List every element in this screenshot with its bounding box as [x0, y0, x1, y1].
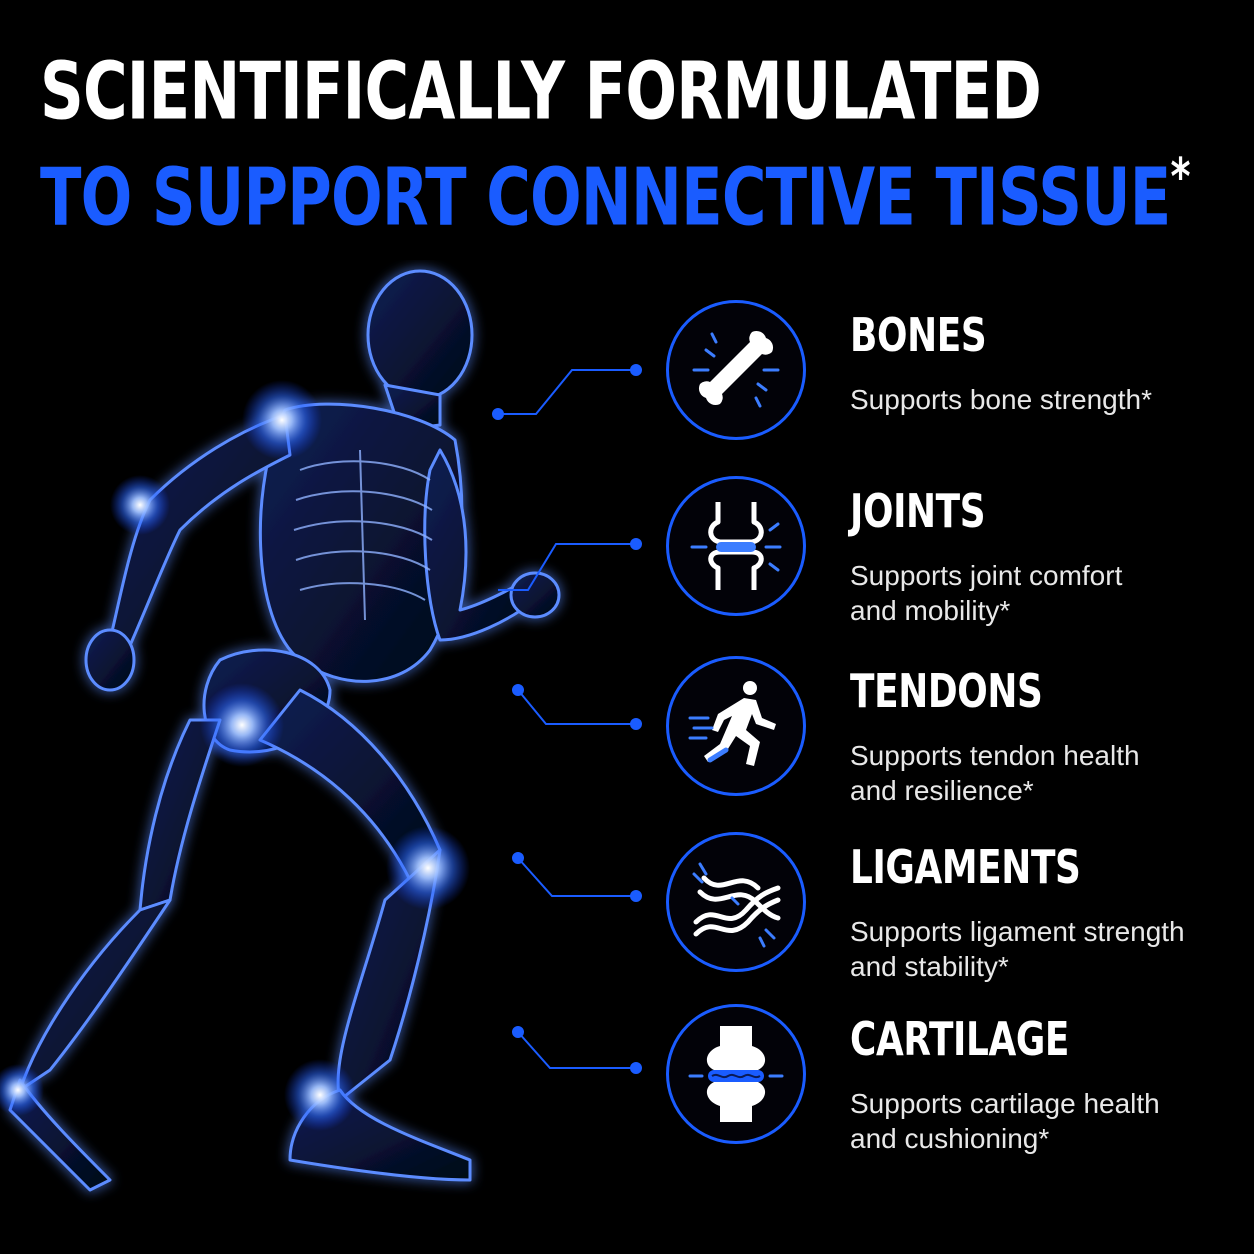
- feature-title: JOINTS: [850, 484, 986, 538]
- tendons-badge: [666, 656, 806, 796]
- feature-bones: BONES Supports bone strength*: [664, 300, 1254, 450]
- feature-description-line: Supports cartilage health: [850, 1088, 1160, 1119]
- headline-line-1: SCIENTIFICALLY FORMULATED: [40, 44, 1042, 138]
- headline-line-2-text: TO SUPPORT CONNECTIVE TISSUE: [40, 150, 1171, 244]
- feature-description-line: Supports joint comfort: [850, 560, 1123, 591]
- feature-description: Supports cartilage health and cushioning…: [850, 1086, 1250, 1156]
- feature-description-line: Supports tendon health: [850, 740, 1140, 771]
- feature-description-line: Supports bone strength*: [850, 384, 1152, 415]
- feature-description-line: Supports ligament strength: [850, 916, 1185, 947]
- feature-description: Supports tendon health and resilience*: [850, 738, 1250, 808]
- feature-description-line: and resilience*: [850, 775, 1034, 806]
- feature-title: CARTILAGE: [850, 1012, 1070, 1066]
- bones-badge: [666, 300, 806, 440]
- running-figure-illustration: [0, 260, 660, 1254]
- feature-description: Supports bone strength*: [850, 382, 1250, 417]
- joint-icon: [690, 502, 782, 590]
- feature-description: Supports ligament strength and stability…: [850, 914, 1250, 984]
- feature-cartilage: CARTILAGE Supports cartilage health and …: [664, 1004, 1254, 1154]
- feature-description-line: and cushioning*: [850, 1123, 1050, 1154]
- ligaments-badge: [666, 832, 806, 972]
- ligament-icon: [692, 862, 781, 948]
- feature-tendons: TENDONS Supports tendon health and resil…: [664, 656, 1254, 806]
- feature-joints: JOINTS Supports joint comfort and mobili…: [664, 476, 1254, 626]
- feature-description-line: and mobility*: [850, 595, 1011, 626]
- feature-title: BONES: [850, 308, 987, 362]
- feature-title: LIGAMENTS: [850, 840, 1081, 894]
- headline-asterisk: *: [1170, 147, 1191, 207]
- headline: SCIENTIFICALLY FORMULATED TO SUPPORT CON…: [0, 0, 1254, 260]
- runner-icon: [688, 681, 776, 766]
- feature-ligaments: LIGAMENTS Supports ligament strength and…: [664, 832, 1254, 982]
- feature-description-line: and stability*: [850, 951, 1009, 982]
- joints-badge: [666, 476, 806, 616]
- headline-line-2: TO SUPPORT CONNECTIVE TISSUE*: [40, 147, 1191, 244]
- cartilage-icon: [688, 1026, 784, 1122]
- feature-title: TENDONS: [850, 664, 1043, 718]
- bone-icon: [692, 330, 780, 408]
- feature-description: Supports joint comfort and mobility*: [850, 558, 1250, 628]
- cartilage-badge: [666, 1004, 806, 1144]
